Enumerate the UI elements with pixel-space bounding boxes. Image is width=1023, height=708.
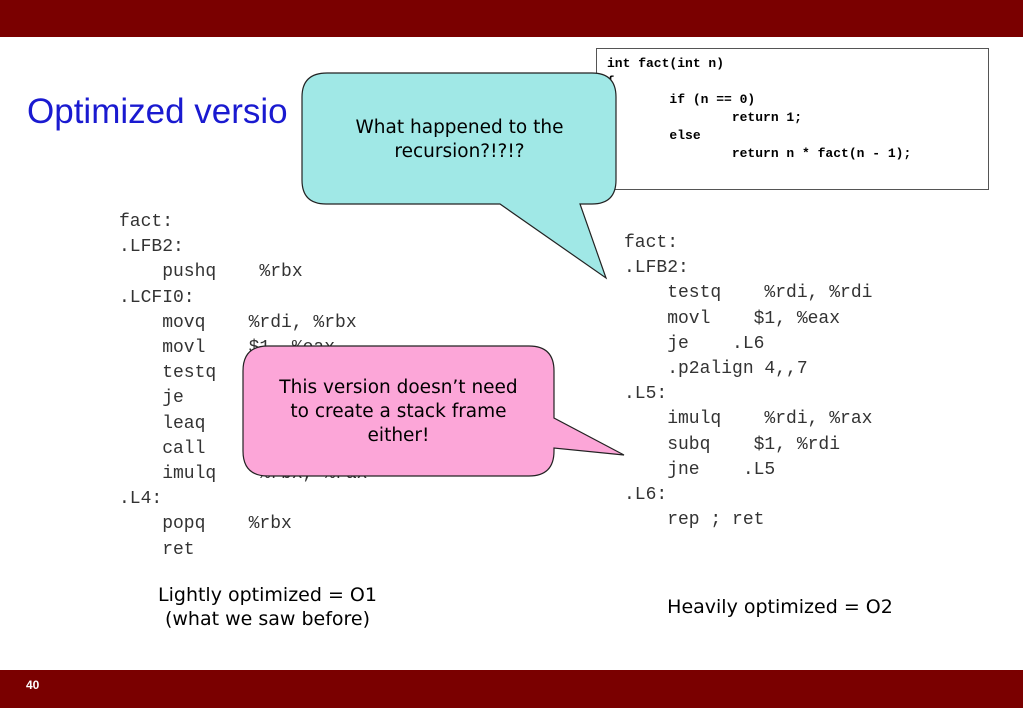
page-number: 40 <box>26 678 40 692</box>
callout-stack-frame-bubble <box>242 345 625 477</box>
source-code-box: int fact(int n) { if (n == 0) return 1; … <box>596 48 989 190</box>
source-code: int fact(int n) { if (n == 0) return 1; … <box>607 56 912 161</box>
assembly-o2: fact: .LFB2: testq %rdi, %rdi movl $1, %… <box>624 233 873 531</box>
bottom-bar <box>0 670 1023 708</box>
caption-o2: Heavily optimized = O2 <box>667 596 893 618</box>
callout-recursion-bubble <box>301 72 617 280</box>
caption-o1: Lightly optimized = O1 (what we saw befo… <box>158 584 377 630</box>
callout-stack-frame-text: This version doesn’t need to create a st… <box>279 377 518 446</box>
top-bar <box>0 0 1023 37</box>
callout-recursion-text: What happened to the recursion?!?!? <box>355 117 564 162</box>
slide-title: Optimized versio <box>27 92 288 131</box>
